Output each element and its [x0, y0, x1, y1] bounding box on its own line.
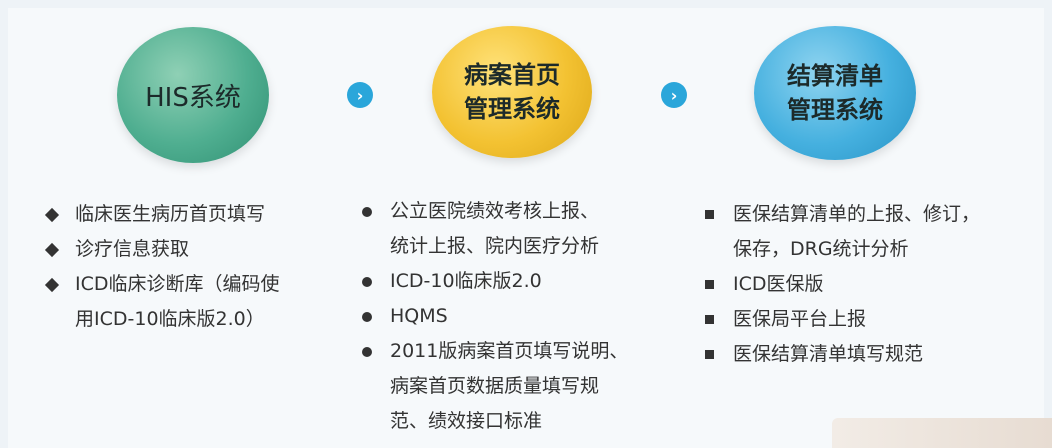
diamond-bullet-icon — [44, 277, 60, 293]
list-item: 诊疗信息获取 — [44, 232, 335, 267]
square-bullet-icon — [705, 280, 714, 289]
node-title-line: 结算清单 — [787, 62, 883, 90]
diamond-bullet-icon — [44, 242, 60, 258]
node-title-line: 管理系统 — [464, 95, 560, 123]
his-system-node: HIS系统 — [117, 27, 269, 163]
dot-bullet-icon — [362, 347, 372, 357]
medical-record-feature-list: 公立医院绩效考核上报、统计上报、院内医疗分析 ICD-10临床版2.0 HQMS… — [360, 194, 660, 439]
list-item: ICD临床诊断库（编码使用ICD-10临床版2.0） — [44, 267, 335, 337]
list-item: 医保结算清单的上报、修订， 保存，DRG统计分析 — [703, 197, 1033, 267]
list-item: ICD医保版 — [703, 267, 1033, 302]
list-item: 医保结算清单填写规范 — [703, 337, 1033, 372]
list-item: 医保局平台上报 — [703, 302, 1033, 337]
list-item-text: HQMS — [390, 305, 448, 327]
list-item-text: 医保结算清单填写规范 — [733, 343, 924, 365]
settlement-feature-list: 医保结算清单的上报、修订， 保存，DRG统计分析 ICD医保版 医保局平台上报 医… — [703, 197, 1033, 372]
list-item-text: 保存，DRG统计分析 — [733, 238, 909, 260]
list-item-text: 统计上报、院内医疗分析 — [390, 235, 600, 257]
node-title-line: 管理系统 — [787, 96, 883, 124]
list-item-text: 医保局平台上报 — [733, 308, 867, 330]
dot-bullet-icon — [362, 277, 372, 287]
list-item-text: ICD-10临床版2.0 — [390, 270, 542, 292]
list-item: 临床医生病历首页填写 — [44, 197, 335, 232]
list-item-text: 2011版病案首页填写说明、 — [390, 340, 629, 362]
his-feature-list: 临床医生病历首页填写 诊疗信息获取 ICD临床诊断库（编码使用ICD-10临床版… — [44, 197, 335, 337]
corner-decoration — [832, 418, 1052, 448]
list-item-text: ICD医保版 — [733, 273, 824, 295]
dot-bullet-icon — [362, 312, 372, 322]
list-item-text: ICD临床诊断库（编码使 — [75, 273, 280, 295]
arrow-right-icon: › — [661, 82, 687, 108]
list-item: HQMS — [360, 299, 660, 334]
list-item: 公立医院绩效考核上报、统计上报、院内医疗分析 — [360, 194, 660, 264]
settlement-list-system-node: 结算清单 管理系统 — [754, 26, 916, 160]
list-item-text: 用ICD-10临床版2.0） — [75, 308, 265, 330]
list-item-text: 病案首页数据质量填写规 — [390, 375, 600, 397]
square-bullet-icon — [705, 315, 714, 324]
square-bullet-icon — [705, 350, 714, 359]
diamond-bullet-icon — [44, 207, 60, 223]
medical-record-system-node: 病案首页 管理系统 — [432, 26, 592, 158]
list-item: 2011版病案首页填写说明、病案首页数据质量填写规范、绩效接口标准 — [360, 334, 660, 439]
list-item-text: 范、绩效接口标准 — [390, 410, 543, 432]
list-item-text: 公立医院绩效考核上报、 — [390, 200, 600, 222]
square-bullet-icon — [705, 210, 714, 219]
list-item-text: 医保结算清单的上报、修订， — [733, 203, 981, 225]
node-title-line: HIS系统 — [145, 82, 241, 113]
node-title-line: 病案首页 — [464, 61, 560, 89]
arrow-right-icon: › — [347, 82, 373, 108]
list-item-text: 临床医生病历首页填写 — [75, 203, 266, 225]
list-item: ICD-10临床版2.0 — [360, 264, 660, 299]
list-item-text: 诊疗信息获取 — [75, 238, 190, 260]
dot-bullet-icon — [362, 207, 372, 217]
